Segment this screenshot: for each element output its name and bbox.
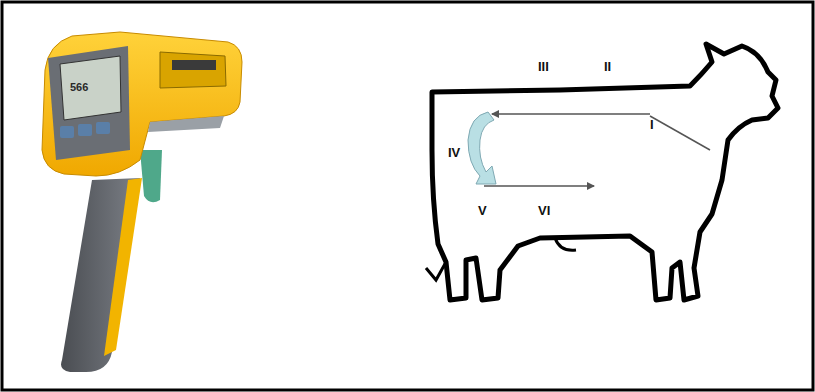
cow-tail (426, 262, 446, 280)
lcd-screen (60, 56, 121, 120)
trigger (140, 150, 162, 202)
callout-number: V (478, 204, 487, 217)
curved-arrow (468, 112, 496, 184)
screen-bezel (48, 46, 130, 160)
button (60, 126, 74, 138)
button (96, 122, 110, 134)
callout-number: III (538, 60, 549, 73)
barrel-underside (148, 116, 224, 132)
callout-number: VI (538, 204, 550, 217)
thermometer-illustration (42, 32, 242, 372)
thermometer-body (42, 32, 242, 176)
top-display (160, 52, 226, 88)
callout-number: IV (448, 146, 460, 159)
display-reading: 566 (70, 82, 88, 93)
cow-udder (555, 238, 576, 250)
leader-line (650, 116, 710, 150)
button (78, 124, 92, 136)
callout-number: I (650, 118, 654, 131)
callout-number: II (604, 60, 611, 73)
handle-edge (104, 178, 142, 356)
flow-arrow (492, 113, 650, 115)
brand-plate (172, 60, 216, 70)
flow-arrow (484, 185, 594, 187)
cow-outline (432, 44, 778, 300)
